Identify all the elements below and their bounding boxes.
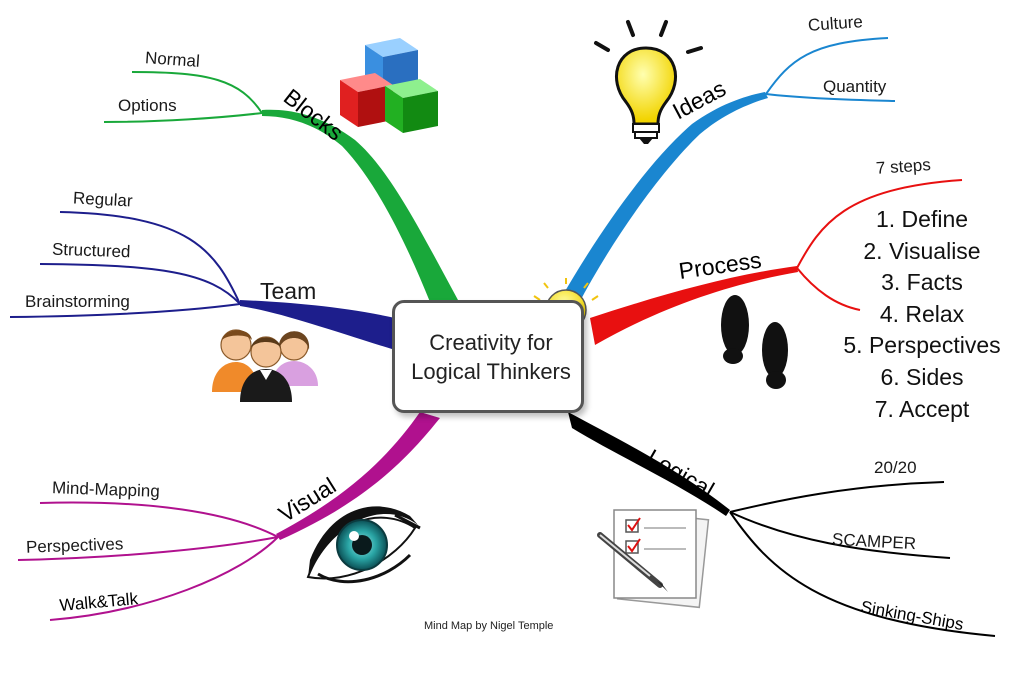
process-step-3: 3. Facts [881,269,963,296]
logical-sub-2020 [729,481,945,513]
team-main-stem [240,300,395,350]
cubes-icon [340,38,438,133]
team-sub-label-regular: Regular [72,188,134,211]
lightbulb-icon [594,20,703,144]
process-sub-steps-bracket [796,267,861,311]
ideas-sub-label-culture: Culture [807,12,864,35]
team-sub-structured [39,263,241,305]
logical-sub-label-2020: 20/20 [874,458,917,477]
central-title-line2: Logical Thinkers [411,359,571,384]
visual-sub-label-perspectives: Perspectives [25,534,124,557]
branch-blocks [103,71,458,302]
checklist-icon [597,509,710,609]
team-sub-label-brainstorming: Brainstorming [25,292,130,311]
visual-main-stem [276,412,440,540]
ideas-main-stem [560,92,768,305]
logical-sub-sinking [729,511,996,637]
process-sub-label-7steps: 7 steps [875,155,932,178]
process-step-5: 5. Perspectives [843,332,1001,359]
process-step-7: 7. Accept [874,395,970,422]
team-sub-regular [59,211,241,305]
blocks-sub-normal [131,71,263,114]
branch-label-team: Team [260,278,317,304]
visual-sub-mindmapping [39,501,279,538]
process-step-4: 4. Relax [879,300,965,327]
branch-logical [568,412,996,637]
logical-sub-scamper [729,511,951,559]
visual-sub-label-walktalk: Walk&Talk [59,589,140,615]
blocks-sub-label-normal: Normal [144,48,201,71]
central-title-line1: Creativity for [429,330,553,355]
branch-process [590,179,963,345]
visual-sub-perspectives [17,536,279,561]
process-sub-7steps [796,179,963,269]
footprints-icon [721,295,788,389]
central-node [392,300,584,413]
visual-sub-label-mindmapping: Mind-Mapping [51,478,161,501]
blocks-sub-options [103,112,263,123]
ideas-sub-culture [765,37,889,95]
process-step-1: 1. Define [875,206,969,232]
process-main-stem [590,266,798,345]
logical-main-stem [568,412,730,516]
process-step-2: 2. Visualise [863,237,981,264]
process-steps-list: 1. Define 2. Visualise 3. Facts 4. Relax… [832,204,1012,425]
branch-team [9,211,395,350]
logical-sub-label-sinking: Sinking-Ships [859,597,965,634]
team-sub-label-structured: Structured [51,239,131,262]
blocks-sub-label-options: Options [118,96,177,115]
branch-ideas [560,37,896,305]
ideas-sub-quantity [765,93,896,102]
ideas-sub-label-quantity: Quantity [823,77,887,96]
credit-text: Mind Map by Nigel Temple [424,620,554,632]
people-icon [212,329,318,402]
central-title: Creativity for Logical Thinkers [396,328,586,386]
branch-visual [17,412,440,621]
team-sub-brainstorming [9,303,241,318]
process-step-6: 6. Sides [880,363,964,390]
blocks-main-stem [262,109,458,302]
branch-label-logical: Logical [643,444,719,503]
visual-sub-walktalk [49,536,279,621]
eye-icon [306,506,421,584]
